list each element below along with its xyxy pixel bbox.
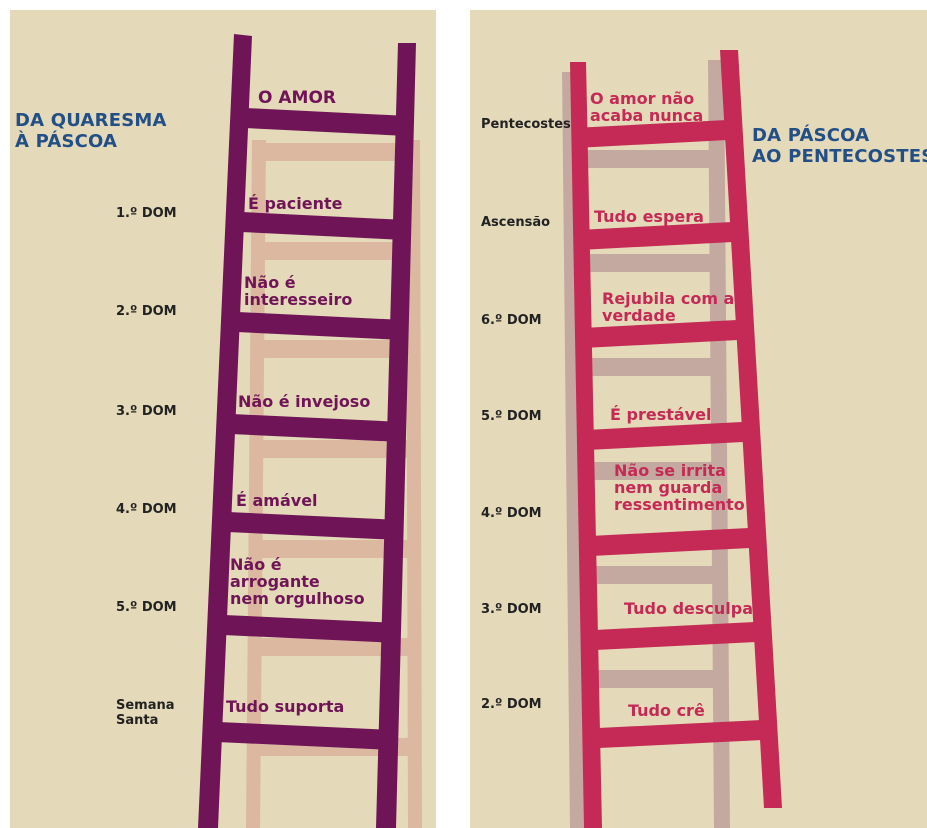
left-week-5: 5.º DOM <box>116 600 177 615</box>
left-rung-label-1: É paciente <box>248 194 343 213</box>
right-rung-label-2: Tudo espera <box>594 207 704 226</box>
left-title-line2: À PÁSCOA <box>15 131 118 152</box>
left-rung-label-5a: Não é <box>230 555 282 574</box>
right-rung-label-3b: verdade <box>602 306 676 325</box>
right-week-4: 5.º DOM <box>481 409 542 424</box>
right-week-7: 2.º DOM <box>481 697 542 712</box>
right-ladder <box>570 50 782 828</box>
right-rung-label-5b: nem guarda <box>614 478 723 497</box>
left-title-line1: DA QUARESMA <box>15 110 167 131</box>
right-week-3: 6.º DOM <box>481 313 542 328</box>
right-week-5: 4.º DOM <box>481 506 542 521</box>
right-rung-label-1b: acaba nunca <box>590 106 704 125</box>
left-rung-label-2b: interesseiro <box>244 290 353 309</box>
right-rung-label-7: Tudo crê <box>628 701 705 720</box>
left-panel: DA QUARESMA À PÁSCOA 1.º DOM 2.º DOM 3.º… <box>10 10 436 828</box>
right-rung-label-5c: ressentimento <box>614 495 745 514</box>
left-week-6b: Santa <box>116 713 159 728</box>
left-rung-label-4: É amável <box>236 491 318 510</box>
left-week-4: 4.º DOM <box>116 502 177 517</box>
right-week-1: Pentecostes <box>481 117 571 132</box>
left-rung-label-top: O AMOR <box>258 88 336 108</box>
left-rung-label-6: Tudo suporta <box>226 697 345 716</box>
right-rung-label-5a: Não se irrita <box>614 461 726 480</box>
right-rung-label-6: Tudo desculpa <box>624 599 753 618</box>
left-rung-label-3: Não é invejoso <box>238 392 371 411</box>
left-week-1: 1.º DOM <box>116 206 177 221</box>
left-rung-label-5b: arrogante <box>230 572 320 591</box>
right-title-line1: DA PÁSCOA <box>752 125 870 146</box>
right-week-2: Ascensão <box>481 215 551 230</box>
left-ladder-graphic <box>198 34 422 828</box>
left-rung-label-2a: Não é <box>244 273 296 292</box>
right-title: DA PÁSCOA AO PENTECOSTES <box>752 125 927 167</box>
right-week-6: 3.º DOM <box>481 602 542 617</box>
right-title-line2: AO PENTECOSTES <box>752 146 927 167</box>
left-ladder <box>198 34 416 828</box>
right-rung-label-4: É prestável <box>610 405 712 424</box>
right-panel: DA PÁSCOA AO PENTECOSTES Pentecostes Asc… <box>470 10 927 828</box>
left-rung-label-5c: nem orgulhoso <box>230 589 365 608</box>
left-week-3: 3.º DOM <box>116 404 177 419</box>
right-rung-label-3a: Rejubila com a <box>602 289 735 308</box>
left-title: DA QUARESMA À PÁSCOA <box>15 110 167 152</box>
right-rung-label-1a: O amor não <box>590 89 695 108</box>
left-week-2: 2.º DOM <box>116 304 177 319</box>
right-ladder-graphic <box>562 50 782 828</box>
left-week-6a: Semana <box>116 698 175 713</box>
